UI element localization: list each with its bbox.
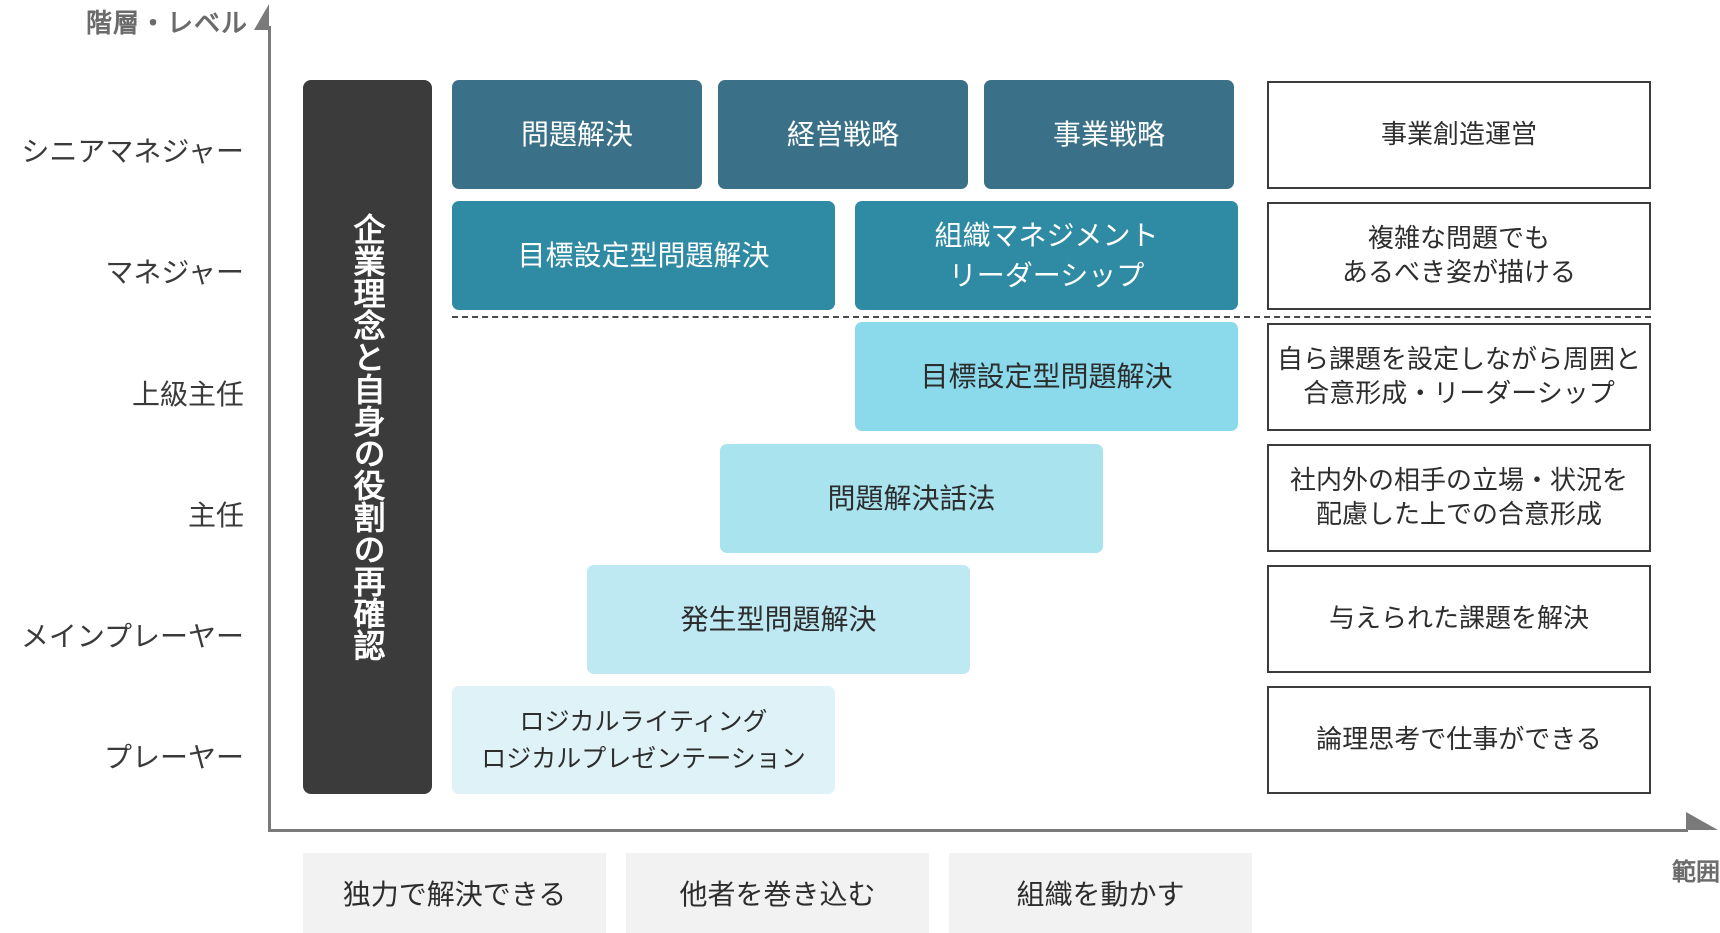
skill-box-problem-solving-talk: 問題解決話法 <box>720 444 1103 553</box>
scope-label: 組織を動かす <box>1016 878 1185 911</box>
description-box-senior-manager: 事業創造運営 <box>1267 81 1651 189</box>
description-text: 複雑な問題でも <box>1367 224 1550 254</box>
y-axis-title: 階層・レベル <box>85 9 248 39</box>
description-box-manager: 複雑な問題でも あるべき姿が描ける <box>1267 202 1651 310</box>
description-text: 事業創造運営 <box>1380 120 1537 150</box>
description-text: 合意形成・リーダーシップ <box>1303 379 1615 409</box>
skill-box-goal-setting-problem-solving: 目標設定型問題解決 <box>452 201 835 310</box>
skill-box-problem-solving: 問題解決 <box>452 80 702 189</box>
vertical-bar: 企業理念と自身の役割の再確認 <box>303 80 432 794</box>
skill-label: 事業戦略 <box>1052 117 1165 151</box>
skill-box-logical-writing-presentation: ロジカルライティング ロジカルプレゼンテーション <box>452 686 835 794</box>
skill-label: 目標設定型問題解決 <box>517 238 770 272</box>
skill-box-goal-setting-problem-solving-senior-lead: 目標設定型問題解決 <box>855 322 1238 431</box>
y-axis-line <box>268 26 271 832</box>
skill-label: 発生型問題解決 <box>680 602 877 636</box>
skill-label: 問題解決 <box>520 117 633 151</box>
level-label-senior-lead: 上級主任 <box>131 378 244 411</box>
skill-label: ロジカルプレゼンテーション <box>481 744 806 773</box>
skill-label: 経営戦略 <box>786 117 899 151</box>
description-text: あるべき姿が描ける <box>1341 258 1576 288</box>
description-text: 自ら課題を設定しながら周囲と <box>1276 345 1641 375</box>
description-text: 社内外の相手の立場・状況を <box>1289 466 1628 496</box>
skill-box-management-strategy: 経営戦略 <box>718 80 968 189</box>
skill-label: リーダーシップ <box>948 258 1145 292</box>
description-box-lead: 社内外の相手の立場・状況を 配慮した上での合意形成 <box>1267 444 1651 552</box>
scope-box-solve-independently: 独力で解決できる <box>303 853 606 933</box>
scope-label: 他者を巻き込む <box>679 878 876 911</box>
x-axis-line <box>268 829 1688 832</box>
skill-label: 目標設定型問題解決 <box>920 359 1173 393</box>
vertical-bar-text: 企業理念と自身の役割の再確認 <box>348 213 387 661</box>
description-box-senior-lead: 自ら課題を設定しながら周囲と 合意形成・リーダーシップ <box>1267 323 1651 431</box>
scope-label: 独力で解決できる <box>342 878 567 911</box>
scope-box-move-organization: 組織を動かす <box>949 853 1252 933</box>
skill-box-occurrence-problem-solving: 発生型問題解決 <box>587 565 970 674</box>
dashed-separator <box>452 316 1651 318</box>
description-text: 論理思考で仕事ができる <box>1316 725 1602 755</box>
description-box-player: 論理思考で仕事ができる <box>1267 686 1651 794</box>
skill-box-business-strategy: 事業戦略 <box>984 80 1234 189</box>
description-box-main-player: 与えられた課題を解決 <box>1267 565 1651 673</box>
scope-box-involve-others: 他者を巻き込む <box>626 853 929 933</box>
skill-label: ロジカルライティング <box>519 707 768 736</box>
x-axis-title: 範囲 <box>1672 858 1720 886</box>
level-label-main-player: メインプレーヤー <box>20 620 244 653</box>
level-label-manager: マネジャー <box>105 256 244 289</box>
level-label-player: プレーヤー <box>103 741 244 774</box>
x-axis-arrow-icon <box>1686 812 1718 830</box>
skill-label: 問題解決話法 <box>827 481 996 515</box>
description-text: 配慮した上での合意形成 <box>1315 500 1602 530</box>
description-text: 与えられた課題を解決 <box>1328 604 1589 634</box>
level-label-senior-manager: シニアマネジャー <box>21 135 244 168</box>
skill-box-org-management-leadership: 組織マネジメント リーダーシップ <box>855 201 1238 310</box>
level-label-lead: 主任 <box>187 499 244 532</box>
skill-label: 組織マネジメント <box>934 218 1159 252</box>
y-axis-arrow-icon <box>254 4 269 30</box>
